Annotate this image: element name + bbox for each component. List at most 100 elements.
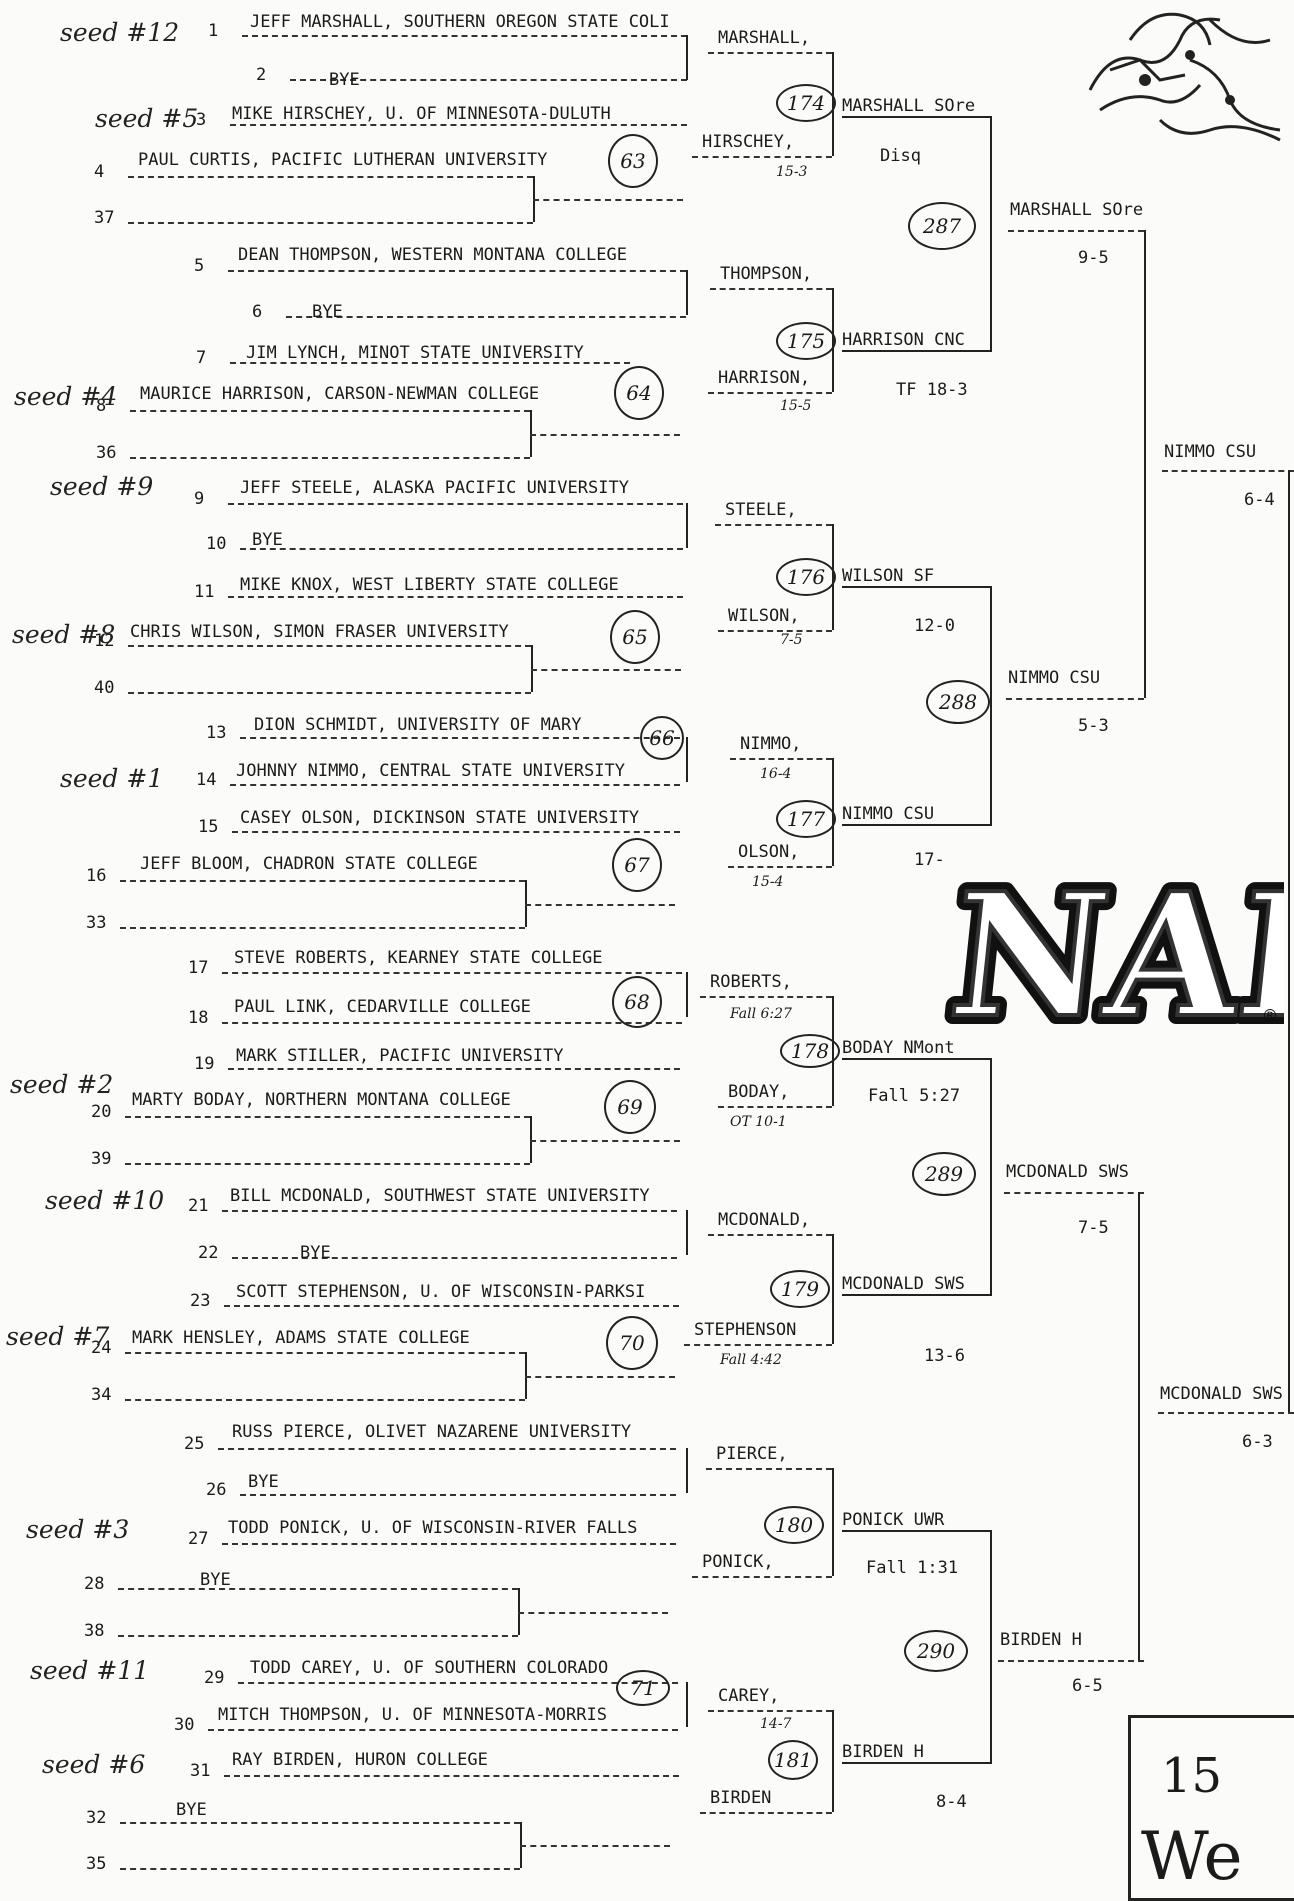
entry-number: 19 bbox=[194, 1054, 215, 1074]
round2-score: 15-5 bbox=[780, 398, 812, 414]
round4-name: MCDONALD SWS bbox=[1006, 1162, 1129, 1182]
round4-score: 6-5 bbox=[1072, 1676, 1103, 1696]
connector bbox=[686, 270, 688, 315]
entry-number: 27 bbox=[188, 1529, 209, 1549]
seed-annotation: seed #3 bbox=[26, 1515, 130, 1544]
connector bbox=[1138, 1192, 1140, 1660]
round2-score: Fall 6:27 bbox=[730, 1006, 792, 1022]
entry-line bbox=[228, 596, 683, 598]
r2-line bbox=[728, 866, 832, 868]
entry-line bbox=[128, 692, 531, 694]
round3-name: NIMMO CSU bbox=[842, 804, 935, 824]
bout-number: 68 bbox=[612, 976, 662, 1028]
r5-line bbox=[1158, 1412, 1294, 1414]
connector bbox=[533, 199, 683, 201]
connector bbox=[990, 1058, 992, 1294]
round2-name: BODAY, bbox=[728, 1082, 790, 1102]
connector bbox=[525, 903, 675, 906]
entry-line bbox=[228, 503, 683, 505]
r4-line bbox=[1006, 698, 1144, 700]
seed-annotation: seed #8 bbox=[12, 620, 116, 649]
entry-line bbox=[120, 1822, 520, 1824]
entry-line bbox=[232, 1257, 677, 1259]
r2-line bbox=[730, 758, 832, 760]
entry-line bbox=[130, 410, 530, 412]
round4-name: BIRDEN H bbox=[1000, 1630, 1082, 1650]
entry-number: 22 bbox=[198, 1243, 219, 1263]
round3-score: Disq bbox=[880, 146, 921, 166]
round2-name: HIRSCHEY, bbox=[702, 132, 795, 152]
entry-number: 35 bbox=[86, 1854, 107, 1874]
bout-number: 66 bbox=[640, 716, 684, 760]
seed-annotation: seed #10 bbox=[45, 1186, 165, 1215]
entry-number: 32 bbox=[86, 1808, 107, 1828]
round2-name: WILSON, bbox=[728, 606, 800, 626]
bout-number: 174 bbox=[776, 84, 836, 122]
connector bbox=[686, 737, 688, 782]
seed-annotation: seed #5 bbox=[95, 104, 199, 133]
round3-name: WILSON SF bbox=[842, 566, 935, 586]
round2-name: PIERCE, bbox=[716, 1444, 788, 1464]
entry-number: 30 bbox=[174, 1715, 195, 1735]
r2-line bbox=[700, 1812, 832, 1814]
entry-line bbox=[224, 1775, 679, 1777]
connector bbox=[832, 1468, 834, 1576]
r3-line bbox=[842, 824, 992, 826]
entry-line bbox=[218, 1448, 676, 1450]
box-number: 15 bbox=[1161, 1748, 1223, 1804]
entry-name: MAURICE HARRISON, CARSON-NEWMAN COLLEGE bbox=[140, 384, 540, 404]
bout-number: 63 bbox=[608, 134, 658, 188]
entry-number: 18 bbox=[188, 1008, 209, 1028]
r2-line bbox=[708, 1234, 832, 1236]
round5-name: MCDONALD SWS bbox=[1160, 1384, 1283, 1404]
r2-line bbox=[684, 1344, 832, 1346]
r2-line bbox=[706, 1468, 832, 1470]
connector bbox=[686, 972, 688, 1017]
entry-name: BYE bbox=[329, 70, 360, 90]
connector bbox=[990, 586, 992, 824]
entry-line bbox=[128, 222, 533, 224]
bout-number: 180 bbox=[764, 1506, 824, 1544]
entry-line bbox=[286, 316, 686, 318]
entry-number: 3 bbox=[196, 110, 207, 130]
entry-name: MARK HENSLEY, ADAMS STATE COLLEGE bbox=[132, 1328, 470, 1348]
entry-line bbox=[130, 457, 530, 459]
bout-number: 290 bbox=[904, 1630, 968, 1672]
entry-number: 20 bbox=[91, 1102, 112, 1122]
round2-score: 7-5 bbox=[780, 632, 803, 648]
entry-name: JIM LYNCH, MINOT STATE UNIVERSITY bbox=[246, 343, 584, 363]
entry-name: DION SCHMIDT, UNIVERSITY OF MARY bbox=[254, 715, 582, 735]
entry-line bbox=[208, 1729, 678, 1731]
r3-line bbox=[842, 1762, 992, 1764]
bout-number: 70 bbox=[606, 1316, 658, 1370]
round3-score: 17- bbox=[914, 850, 945, 870]
entry-line bbox=[125, 1163, 530, 1165]
entry-name: BYE bbox=[252, 530, 283, 550]
entry-name: MIKE KNOX, WEST LIBERTY STATE COLLEGE bbox=[240, 575, 619, 595]
round3-score: Fall 5:27 bbox=[868, 1086, 961, 1106]
r3-line bbox=[842, 586, 992, 588]
entry-number: 7 bbox=[196, 348, 207, 368]
entry-line bbox=[125, 1399, 525, 1401]
entry-name: SCOTT STEPHENSON, U. OF WISCONSIN-PARKSI bbox=[236, 1282, 646, 1302]
bout-number: 181 bbox=[768, 1740, 818, 1780]
entry-name: BILL MCDONALD, SOUTHWEST STATE UNIVERSIT… bbox=[230, 1186, 650, 1206]
entry-name: RAY BIRDEN, HURON COLLEGE bbox=[232, 1750, 488, 1770]
round2-score: 14-7 bbox=[760, 1716, 792, 1732]
entry-line bbox=[128, 645, 531, 647]
round2-name: CAREY, bbox=[718, 1686, 780, 1706]
bout-number: 176 bbox=[776, 558, 836, 596]
entry-name: BYE bbox=[300, 1243, 331, 1263]
entry-name: RUSS PIERCE, OLIVET NAZARENE UNIVERSITY bbox=[232, 1422, 632, 1442]
bout-number: 178 bbox=[780, 1034, 840, 1068]
entry-name: BYE bbox=[176, 1800, 207, 1820]
entry-name: TODD PONICK, U. OF WISCONSIN-RIVER FALLS bbox=[228, 1518, 638, 1538]
round3-name: BIRDEN H bbox=[842, 1742, 924, 1762]
entry-number: 15 bbox=[198, 817, 219, 837]
round2-score: 16-4 bbox=[760, 766, 792, 782]
entry-name: JEFF BLOOM, CHADRON STATE COLLEGE bbox=[140, 854, 478, 874]
seed-annotation: seed #9 bbox=[50, 472, 154, 501]
round2-score: Fall 4:42 bbox=[720, 1352, 782, 1368]
entry-line bbox=[230, 784, 680, 786]
round2-score: OT 10-1 bbox=[730, 1114, 787, 1130]
